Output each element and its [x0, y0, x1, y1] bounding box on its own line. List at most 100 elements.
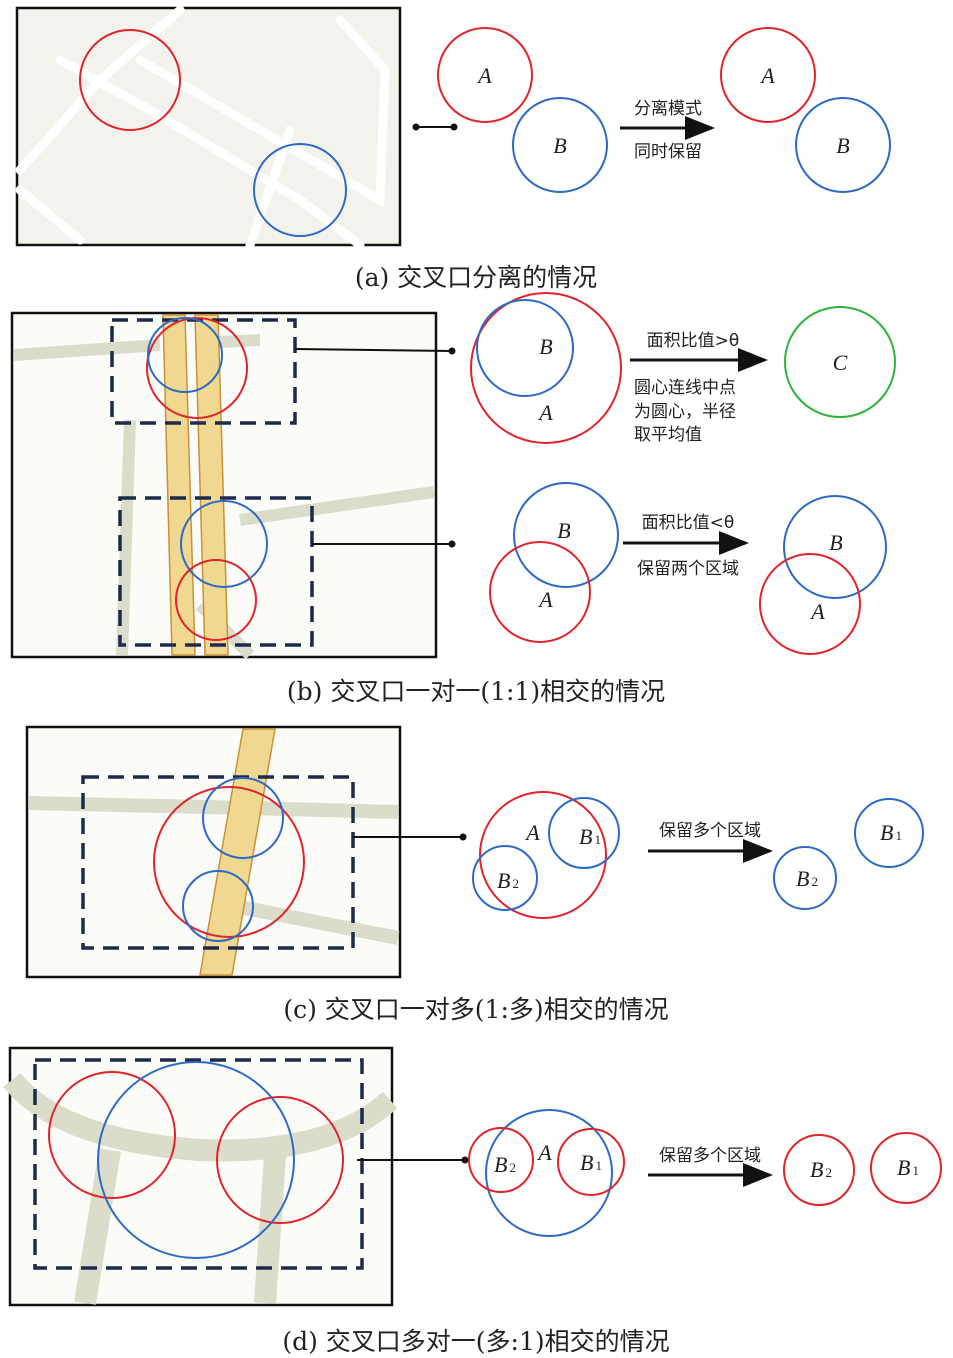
map-snapshot-a: [15, 6, 402, 247]
label-b: B: [796, 866, 809, 891]
subscript-1: 1: [912, 1163, 919, 1178]
region-b2-circle: [48, 1071, 176, 1199]
region-b1-circle: [216, 1096, 344, 1224]
label-b: B: [880, 820, 893, 845]
result-label-a: A: [809, 599, 825, 624]
caption-d: (d) 交叉口多对一(多:1)相交的情况: [282, 1327, 669, 1356]
caption-c: (c) 交叉口一对多(1:多)相交的情况: [283, 995, 668, 1024]
yellow-road-right: [194, 314, 229, 656]
arrow-label-top: 面积比值>θ: [647, 331, 740, 351]
connector-dot: [459, 833, 467, 841]
circle-a: [470, 292, 622, 444]
arrow-label-top: 分离模式: [634, 99, 702, 119]
subscript-2: 2: [825, 1165, 832, 1180]
label-b: B: [580, 1150, 593, 1175]
panel-a: A B 分离模式 同时保留 A B (a) 交叉口分离的情况: [15, 5, 891, 292]
label-b: B: [497, 868, 510, 893]
dashed-box-lower: [118, 496, 314, 647]
subscript-1: 1: [595, 1158, 602, 1173]
result-circle-b: [795, 97, 891, 193]
arrow-label-top: 保留多个区域: [659, 821, 761, 841]
caption-a: (a) 交叉口分离的情况: [355, 263, 597, 292]
subscript-1: 1: [895, 828, 902, 843]
label-a: A: [524, 820, 540, 845]
circle-b1: [548, 797, 620, 869]
arrow-label-bottom: 同时保留: [634, 142, 702, 162]
subscript-2: 2: [811, 874, 818, 889]
region-b-circle: [253, 143, 347, 237]
connector-dot: [448, 540, 456, 548]
circle-a: [437, 27, 533, 123]
label-b: B: [494, 1152, 507, 1177]
label-b: B: [553, 133, 566, 158]
note-line-1: 圆心连线中点: [634, 378, 736, 398]
connector-dot: [450, 123, 458, 131]
dashed-box-upper: [110, 318, 297, 425]
region-a-circle: [153, 786, 305, 938]
connector-dot: [448, 347, 456, 355]
label-a: A: [536, 1140, 552, 1165]
region-a-circle: [79, 29, 181, 131]
label-a: A: [476, 63, 492, 88]
dashed-box: [33, 1058, 364, 1270]
result-circle-b1: [870, 1132, 942, 1204]
result-circle-a: [720, 27, 816, 123]
circle-a: [489, 541, 591, 643]
circle-b1: [557, 1128, 625, 1196]
result-label-b: B: [836, 133, 849, 158]
label-b: B: [539, 334, 552, 359]
label-b: B: [897, 1155, 910, 1180]
region-a-circle: [97, 1061, 295, 1259]
region-b-circle: [180, 500, 268, 588]
minor-roads: [13, 334, 435, 660]
region-b-circle: [147, 317, 223, 393]
caption-b: (b) 交叉口一对一(1:1)相交的情况: [287, 677, 665, 706]
note-line-3: 取平均值: [634, 425, 702, 445]
arrow-label-top: 面积比值<θ: [642, 513, 735, 533]
subscript-2: 2: [509, 1160, 516, 1175]
circle-a: [479, 791, 607, 919]
road-network: [3, 1072, 398, 1305]
label-a: A: [537, 587, 553, 612]
region-b2-circle: [182, 870, 254, 942]
dashed-box: [81, 775, 355, 950]
result-circle-b1: [854, 798, 924, 868]
connector-dot: [461, 1156, 469, 1164]
yellow-road: [199, 728, 276, 976]
panel-b: B A 面积比值>θ 圆心连线中点 为圆心，半径 取平均值 C B A 面积比值…: [10, 292, 896, 706]
circle-b: [512, 97, 608, 193]
result-circle-b: [783, 495, 887, 599]
map-snapshot-d: [8, 1046, 394, 1307]
subscript-1: 1: [594, 832, 601, 847]
circle-b: [513, 482, 619, 588]
arrow-label-top: 保留多个区域: [659, 1146, 761, 1166]
note-line-2: 为圆心，半径: [634, 402, 736, 422]
arrow-label-bottom: 保留两个区域: [637, 559, 739, 579]
subscript-2: 2: [512, 876, 519, 891]
result-circle-a: [759, 553, 861, 655]
label-b: B: [579, 824, 592, 849]
circle-b2: [472, 845, 538, 911]
label-c: C: [833, 350, 848, 375]
label-b: B: [810, 1157, 823, 1182]
connector-dot: [412, 123, 420, 131]
road-network: [15, 5, 390, 250]
circle-b: [476, 299, 574, 397]
merged-circle-c: [784, 306, 896, 418]
label-b: B: [557, 518, 570, 543]
label-a: A: [537, 400, 553, 425]
region-a-circle: [175, 559, 257, 641]
connector: [294, 348, 453, 352]
result-label-a: A: [759, 63, 775, 88]
result-circle-b2: [773, 846, 837, 910]
